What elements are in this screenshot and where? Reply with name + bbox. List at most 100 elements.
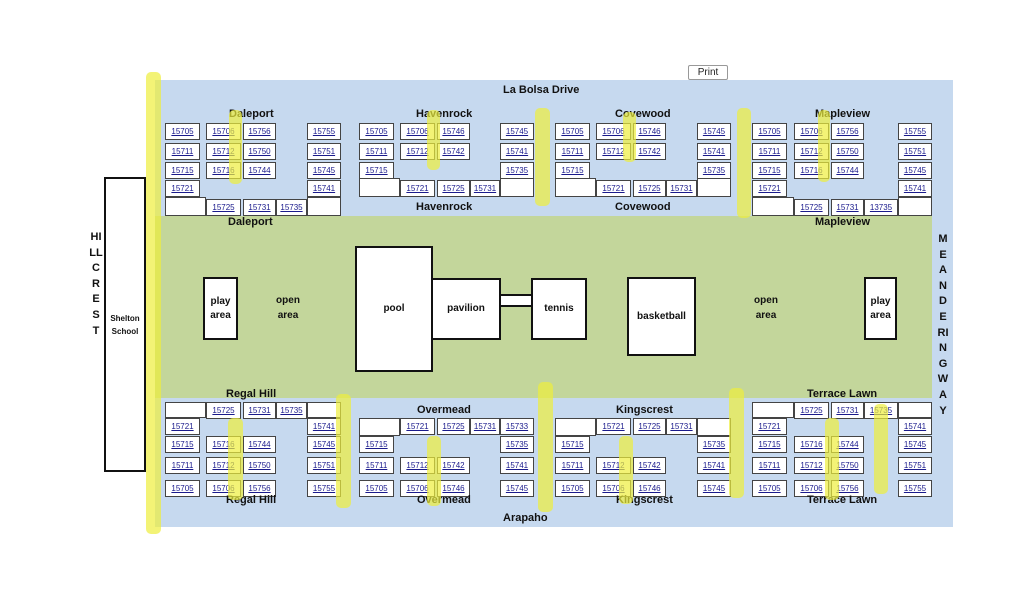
house-lot-link[interactable]: 15712 (596, 143, 631, 160)
house-lot-link[interactable]: 15715 (555, 436, 590, 453)
house-lot-link[interactable]: 15745 (697, 123, 731, 140)
house-lot-link[interactable]: 15745 (898, 162, 932, 179)
house-lot-link[interactable]: 15746 (437, 123, 470, 140)
house-lot-link[interactable]: 15731 (470, 180, 500, 197)
house-lot-link[interactable]: 15711 (752, 143, 787, 160)
house-lot-link[interactable]: 15742 (437, 457, 470, 474)
house-lot-link[interactable]: 15750 (243, 457, 276, 474)
house-lot-link[interactable]: 15721 (400, 180, 435, 197)
house-lot-link[interactable]: 15751 (898, 143, 932, 160)
house-lot-link[interactable]: 15725 (633, 418, 666, 435)
house-lot-link[interactable]: 15731 (470, 418, 500, 435)
house-lot-link[interactable]: 15742 (633, 457, 666, 474)
house-lot-link[interactable]: 15705 (555, 123, 590, 140)
house-lot-link[interactable]: 15705 (165, 480, 200, 497)
house-lot-link[interactable]: 15725 (206, 199, 241, 216)
house-lot-link[interactable]: 15741 (697, 457, 731, 474)
house-lot-link[interactable]: 15715 (165, 436, 200, 453)
house-lot-link[interactable]: 15731 (831, 402, 864, 419)
house-lot-link[interactable]: 15756 (243, 123, 276, 140)
house-lot-link[interactable]: 15750 (243, 143, 276, 160)
house-lot-link[interactable]: 15741 (697, 143, 731, 160)
house-lot-link[interactable]: 15735 (500, 436, 534, 453)
house-lot-link[interactable]: 15755 (898, 480, 932, 497)
house-lot-link[interactable]: 15746 (633, 123, 666, 140)
house-lot-link[interactable]: 15716 (794, 436, 829, 453)
house-lot-link[interactable]: 15742 (633, 143, 666, 160)
house-lot-link[interactable]: 15705 (555, 480, 590, 497)
house-lot-link[interactable]: 15711 (165, 457, 200, 474)
house-lot-link[interactable]: 15755 (898, 123, 932, 140)
house-lot-link[interactable]: 13735 (864, 199, 898, 216)
house-lot-link[interactable]: 15741 (500, 457, 534, 474)
house-lot-link[interactable]: 15711 (555, 143, 590, 160)
house-lot-link[interactable]: 15746 (633, 480, 666, 497)
house-lot-link[interactable]: 15735 (697, 436, 731, 453)
house-lot-link[interactable]: 15756 (243, 480, 276, 497)
house-lot-link[interactable]: 15711 (752, 457, 787, 474)
house-lot-link[interactable]: 15721 (752, 418, 787, 435)
house-lot-link[interactable]: 15745 (500, 123, 534, 140)
house-lot-link[interactable]: 15721 (165, 180, 200, 197)
house-lot-link[interactable]: 15741 (898, 180, 932, 197)
house-lot-link[interactable]: 15731 (666, 418, 697, 435)
house-lot-link[interactable]: 15735 (500, 162, 534, 179)
house-lot-link[interactable]: 15744 (243, 436, 276, 453)
house-lot-link[interactable]: 15705 (359, 123, 394, 140)
house-lot-link[interactable]: 15721 (165, 418, 200, 435)
house-lot-link[interactable]: 15731 (831, 199, 864, 216)
house-lot-link[interactable]: 15735 (276, 199, 307, 216)
house-lot-link[interactable]: 15755 (307, 480, 341, 497)
house-lot-link[interactable]: 15755 (307, 123, 341, 140)
house-lot-link[interactable]: 15725 (794, 199, 829, 216)
house-lot-link[interactable]: 15744 (831, 436, 864, 453)
house-lot-link[interactable]: 15712 (400, 457, 435, 474)
house-lot-link[interactable]: 15705 (752, 480, 787, 497)
house-lot-link[interactable]: 15705 (752, 123, 787, 140)
house-lot-link[interactable]: 15705 (359, 480, 394, 497)
house-lot-link[interactable]: 15745 (307, 162, 341, 179)
house-lot-link[interactable]: 15725 (206, 402, 241, 419)
house-lot-link[interactable]: 15735 (276, 402, 307, 419)
print-button[interactable]: Print (688, 65, 728, 80)
house-lot-link[interactable]: 15750 (831, 143, 864, 160)
house-lot-link[interactable]: 15731 (243, 402, 276, 419)
house-lot-link[interactable]: 15725 (437, 180, 470, 197)
house-lot-link[interactable]: 15751 (898, 457, 932, 474)
house-lot-link[interactable]: 15733 (500, 418, 534, 435)
house-lot-link[interactable]: 15731 (243, 199, 276, 216)
house-lot-link[interactable]: 15725 (633, 180, 666, 197)
house-lot-link[interactable]: 15721 (752, 180, 787, 197)
house-lot-link[interactable]: 15731 (666, 180, 697, 197)
house-lot-link[interactable]: 15715 (752, 436, 787, 453)
house-lot-link[interactable]: 15725 (794, 402, 829, 419)
house-lot-link[interactable]: 15721 (400, 418, 435, 435)
house-lot-link[interactable]: 15744 (831, 162, 864, 179)
house-lot-link[interactable]: 15751 (307, 143, 341, 160)
house-lot-link[interactable]: 15715 (359, 162, 394, 179)
house-lot-link[interactable]: 15715 (359, 436, 394, 453)
house-lot-link[interactable]: 15745 (500, 480, 534, 497)
house-lot-link[interactable]: 15725 (437, 418, 470, 435)
house-lot-link[interactable]: 15705 (165, 123, 200, 140)
house-lot-link[interactable]: 15711 (359, 457, 394, 474)
house-lot-link[interactable]: 15735 (697, 162, 731, 179)
house-lot-link[interactable]: 15756 (831, 480, 864, 497)
house-lot-link[interactable]: 15711 (359, 143, 394, 160)
house-lot-link[interactable]: 15744 (243, 162, 276, 179)
house-lot-link[interactable]: 15721 (596, 418, 631, 435)
house-lot-link[interactable]: 15742 (437, 143, 470, 160)
house-lot-link[interactable]: 15756 (831, 123, 864, 140)
house-lot-link[interactable]: 15712 (794, 457, 829, 474)
house-lot-link[interactable]: 15711 (555, 457, 590, 474)
house-lot-link[interactable]: 15715 (165, 162, 200, 179)
house-lot-link[interactable]: 15721 (596, 180, 631, 197)
house-lot-link[interactable]: 15745 (697, 480, 731, 497)
house-lot-link[interactable]: 15715 (752, 162, 787, 179)
house-lot-link[interactable]: 15715 (555, 162, 590, 179)
house-lot-link[interactable]: 15741 (307, 180, 341, 197)
house-lot-link[interactable]: 15745 (898, 436, 932, 453)
house-lot-link[interactable]: 15711 (165, 143, 200, 160)
house-lot-link[interactable]: 15741 (500, 143, 534, 160)
house-lot-link[interactable]: 15741 (898, 418, 932, 435)
